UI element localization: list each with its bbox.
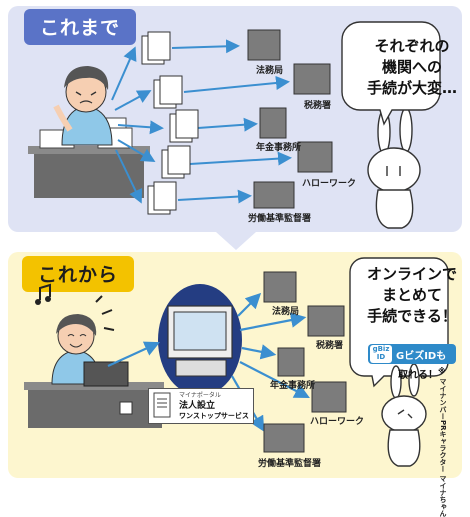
agency-label-pension-office-bottom: 年金事務所 <box>270 381 316 391</box>
stressed-person-illustration <box>28 66 150 198</box>
transition-arrow <box>216 232 256 250</box>
speech-after-line-3: 手続できる！ <box>367 307 457 325</box>
mascot-caption: マイナンバーPRキャラクター マイナちゃん <box>439 378 447 517</box>
gbiz-id-badge: gBiz ID GビズIDも <box>368 344 456 364</box>
agency-label-labor-standards-top: 労働基準監督署 <box>248 214 312 224</box>
rabbit-mascot-top <box>367 107 421 229</box>
speech-before-line-2: 機関への <box>381 58 442 76</box>
agency-label-labor-standards-bottom: 労働基準監督署 <box>258 459 322 469</box>
agency-building-icons-bottom <box>263 271 347 453</box>
speech-bubble-before <box>341 21 441 126</box>
gbiz-id-text-2-main: 取れる！ <box>398 370 438 381</box>
speech-before-line-1: それぞれの <box>374 37 450 55</box>
speech-text-before: それぞれの 機関への 手続が大変… <box>362 36 462 99</box>
agency-label-legal-affairs-top: 法務局 <box>256 66 284 76</box>
speech-after-line-2: まとめて <box>381 286 442 304</box>
happy-person-illustration <box>24 283 164 428</box>
rabbit-mascot-bottom <box>381 363 427 467</box>
one-stop-service-label: マイナポータル 法人設立 ワンストップサービス <box>148 388 254 424</box>
agency-label-hello-work-bottom: ハローワーク <box>310 417 365 427</box>
gbiz-id-text: GビズIDも <box>396 351 447 362</box>
speech-before-line-3: 手続が大変… <box>366 79 457 97</box>
gbiz-id-text-2: 取れる！※ <box>398 366 446 381</box>
agency-label-hello-work-top: ハローワーク <box>302 179 357 189</box>
agency-building-icons-top <box>247 29 333 209</box>
agency-label-legal-affairs-bottom: 法務局 <box>272 307 300 317</box>
agency-label-tax-office-bottom: 税務署 <box>316 341 344 351</box>
service-title-text: 法人設立 <box>179 401 216 411</box>
agency-label-pension-office-top: 年金事務所 <box>256 143 302 153</box>
service-document-icon <box>153 392 171 418</box>
gbiz-logo-icon: gBiz ID <box>370 345 392 363</box>
one-stop-computer-hub <box>158 284 242 396</box>
agency-label-tax-office-top: 税務署 <box>304 101 332 111</box>
after-tab: これから <box>22 256 135 292</box>
gbiz-note-mark: ※ <box>438 366 446 376</box>
before-tab: これまで <box>24 9 137 45</box>
service-subtitle-text: ワンストップサービス <box>179 412 249 420</box>
service-portal-text: マイナポータル <box>179 392 221 399</box>
speech-after-line-1: オンラインで <box>366 265 457 283</box>
before-arrows <box>111 39 292 204</box>
speech-text-after: オンラインで まとめて 手続できる！ <box>362 264 462 327</box>
document-icons <box>141 31 199 215</box>
